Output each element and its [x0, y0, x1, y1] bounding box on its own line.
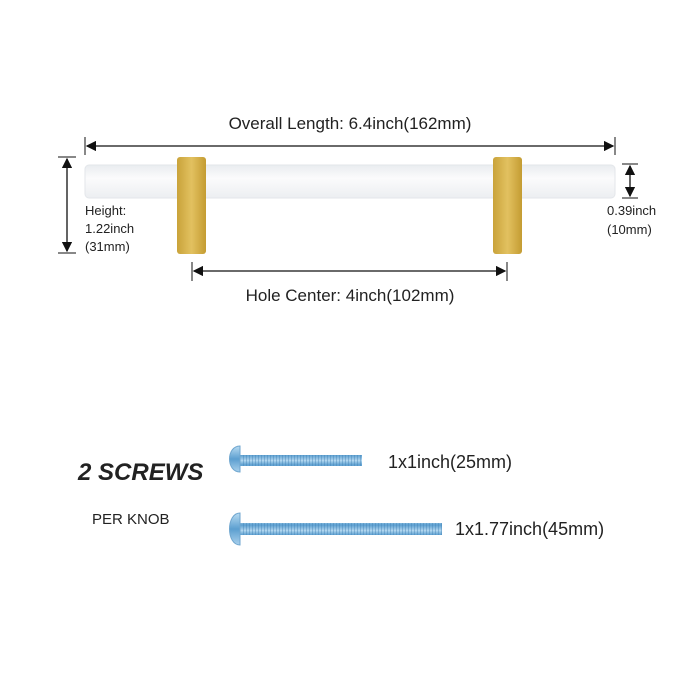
- height-mm: (31mm): [85, 239, 130, 254]
- height-arrow: [58, 156, 76, 254]
- short-screw-size: 1x1inch(25mm): [388, 452, 513, 472]
- diameter-inch: 0.39inch: [607, 203, 657, 218]
- screws-count-title: 2 SCREWS: [78, 459, 204, 486]
- hole-center-label: Hole Center: 4inch(102mm): [245, 286, 455, 305]
- height-inch: 1.22inch: [85, 221, 135, 236]
- hole-center-arrow: [191, 262, 508, 281]
- acrylic-bar: [84, 164, 616, 199]
- overall-length-arrow: [84, 137, 616, 155]
- long-screw-size: 1x1.77inch(45mm): [455, 519, 605, 539]
- left-gold-post: [177, 157, 206, 254]
- short-screw: [229, 445, 362, 473]
- diameter-mm: (10mm): [607, 222, 652, 237]
- diameter-arrow: [622, 163, 638, 199]
- long-screw: [229, 512, 442, 546]
- screws-per-knob: PER KNOB: [92, 511, 170, 528]
- right-gold-post: [493, 157, 522, 254]
- overall-length-label: Overall Length: 6.4inch(162mm): [228, 114, 472, 133]
- height-label: Height:: [85, 203, 127, 218]
